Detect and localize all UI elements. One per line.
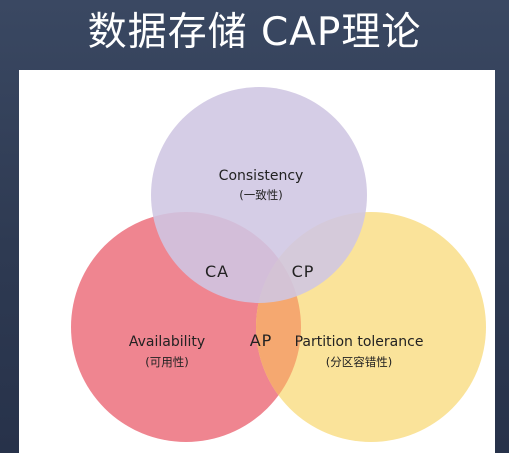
consistency-sublabel: (一致性) xyxy=(239,188,282,202)
availability-sublabel: (可用性) xyxy=(145,355,188,369)
slide-title: 数据存储 CAP理论 xyxy=(87,10,422,55)
partition-tolerance-sublabel: (分区容错性) xyxy=(326,355,392,369)
cap-venn-diagram: Consistency (一致性) Availability (可用性) Par… xyxy=(71,87,486,442)
cap-diagram-panel: Consistency (一致性) Availability (可用性) Par… xyxy=(19,70,495,453)
consistency-label: Consistency xyxy=(219,168,304,184)
partition-tolerance-label: Partition tolerance xyxy=(295,334,424,350)
consistency-circle xyxy=(151,87,367,303)
ca-region-label: CA xyxy=(205,262,229,281)
cp-region-label: CP xyxy=(292,262,315,281)
ap-region-label: AP xyxy=(250,331,273,350)
availability-label: Availability xyxy=(129,334,205,350)
